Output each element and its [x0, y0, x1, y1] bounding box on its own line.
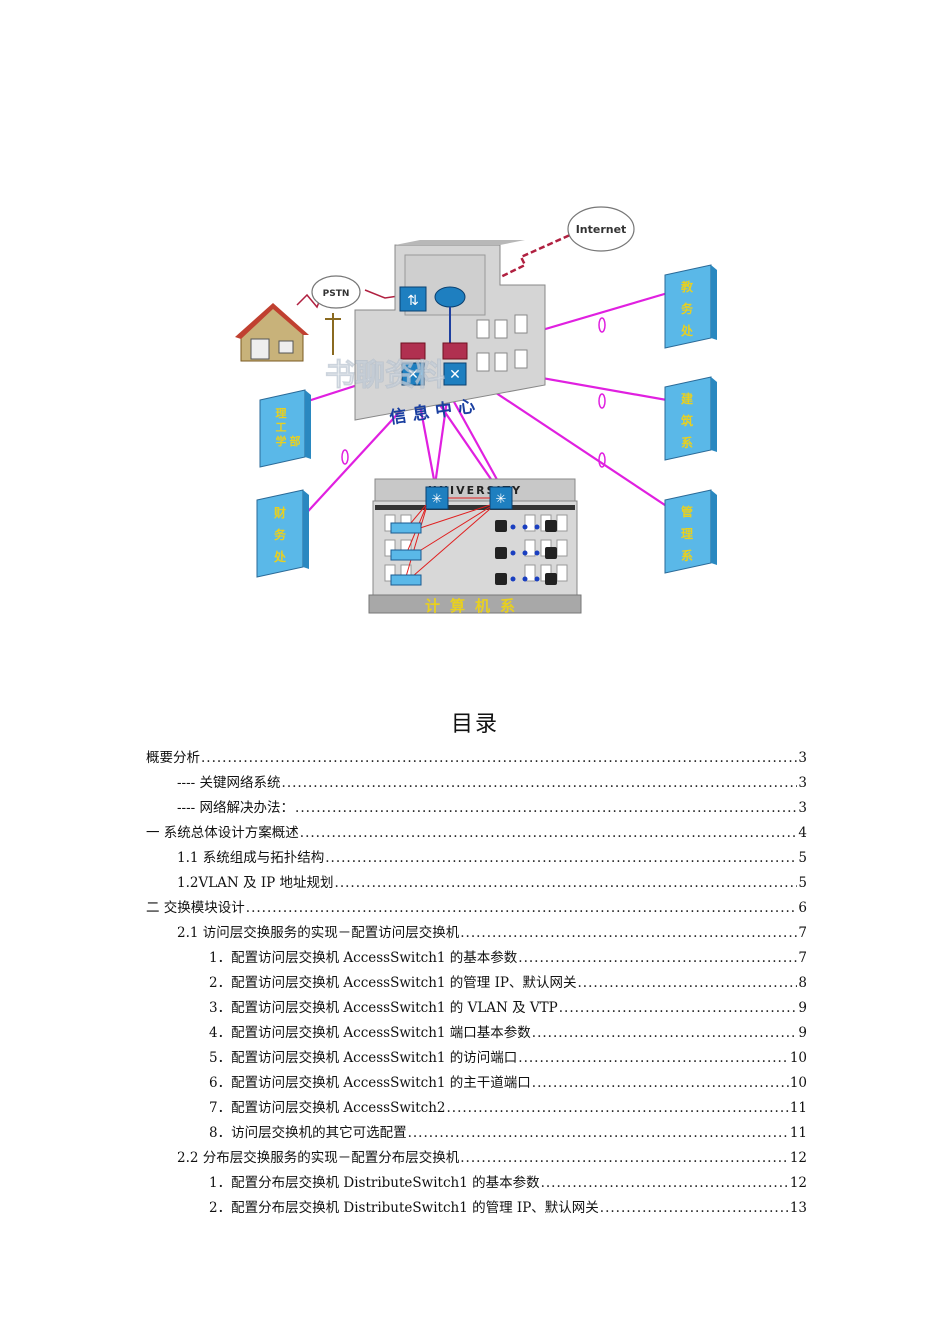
svg-text:系: 系 [681, 548, 693, 563]
svg-text:✳: ✳ [496, 492, 507, 507]
house-icon [235, 303, 309, 362]
building-architecture-dept: 建 筑 系 [664, 376, 717, 461]
toc-entry[interactable]: 5．配置访问层交换机 AccessSwitch1 的访问端口10 [209, 1048, 807, 1068]
building-science-dept: 理 工 学 部 [259, 389, 311, 468]
building-academic-affairs: 教 务 处 [664, 264, 717, 349]
toc-entry[interactable]: 一 系统总体设计方案概述4 [146, 823, 807, 843]
toc-entry[interactable]: 6．配置访问层交换机 AccessSwitch1 的主干道端口10 [209, 1073, 807, 1093]
svg-text:务: 务 [274, 527, 287, 542]
toc-entry[interactable]: 1．配置访问层交换机 AccessSwitch1 的基本参数7 [209, 948, 807, 968]
campus-network-diagram: Internet PSTN 信息中心 ⇅ ✕ ✕ [235, 206, 717, 615]
svg-text:⇅: ⇅ [407, 293, 419, 309]
pstn-cloud: PSTN [311, 275, 361, 309]
building-finance-office: 财 务 处 [256, 489, 309, 578]
watermark: 书聊资料 [325, 358, 445, 393]
svg-text:管: 管 [681, 504, 693, 519]
svg-text:教: 教 [680, 279, 694, 294]
toc-entry[interactable]: 2.1 访问层交换服务的实现－配置访问层交换机7 [177, 923, 807, 943]
pstn-label: PSTN [323, 289, 350, 299]
internet-cloud: Internet [567, 206, 635, 252]
cs-dept-label: 计算机系 [425, 597, 525, 615]
internet-label: Internet [576, 223, 627, 236]
svg-text:部: 部 [290, 434, 301, 448]
toc-title: 目录 [450, 712, 499, 737]
toc-entry[interactable]: 8．访问层交换机的其它可选配置11 [209, 1123, 807, 1143]
toc-entry[interactable]: 4．配置访问层交换机 AccessSwitch1 端口基本参数9 [209, 1023, 807, 1043]
building-management-dept: 管 理 系 [664, 489, 717, 574]
svg-text:✕: ✕ [449, 367, 461, 383]
toc-entry[interactable]: ---- 网络解决办法：3 [177, 798, 807, 818]
toc-entry[interactable]: 1.2VLAN 及 IP 地址规划5 [177, 873, 807, 893]
svg-text:✳: ✳ [432, 492, 443, 507]
toc-entry[interactable]: 7．配置访问层交换机 AccessSwitch211 [209, 1098, 807, 1118]
toc-entry[interactable]: ---- 关键网络系统3 [177, 773, 807, 793]
svg-text:财: 财 [273, 505, 286, 520]
toc-entry[interactable]: 2．配置分布层交换机 DistributeSwitch1 的管理 IP、默认网关… [209, 1198, 807, 1218]
svg-text:筑: 筑 [681, 413, 693, 428]
toc-entry[interactable]: 2.2 分布层交换服务的实现－配置分布层交换机12 [177, 1148, 807, 1168]
svg-text:建: 建 [680, 391, 694, 406]
toc-entry[interactable]: 二 交换模块设计6 [146, 898, 807, 918]
core-devices: ⇅ ✕ ✕ [399, 286, 468, 386]
toc-entry[interactable]: 1.1 系统组成与拓扑结构5 [177, 848, 807, 868]
svg-text:系: 系 [681, 435, 693, 450]
svg-text:处: 处 [680, 323, 694, 338]
toc-entry[interactable]: 1．配置分布层交换机 DistributeSwitch1 的基本参数12 [209, 1173, 807, 1193]
svg-text:理: 理 [276, 407, 287, 420]
svg-text:务: 务 [681, 301, 694, 316]
telephone-pole-icon [325, 313, 341, 355]
svg-text:工: 工 [276, 421, 287, 434]
svg-text:理: 理 [681, 527, 693, 541]
svg-text:学: 学 [276, 434, 287, 448]
svg-text:✕: ✕ [407, 367, 419, 383]
svg-text:处: 处 [273, 549, 287, 564]
toc-entry[interactable]: 2．配置访问层交换机 AccessSwitch1 的管理 IP、默认网关8 [209, 973, 807, 993]
cs-dept-building: UNIVERSITY 计算机系 ✳ ✳ [368, 478, 582, 615]
toc-entry[interactable]: 概要分析3 [146, 748, 807, 768]
toc-entry[interactable]: 3．配置访问层交换机 AccessSwitch1 的 VLAN 及 VTP9 [209, 998, 807, 1018]
